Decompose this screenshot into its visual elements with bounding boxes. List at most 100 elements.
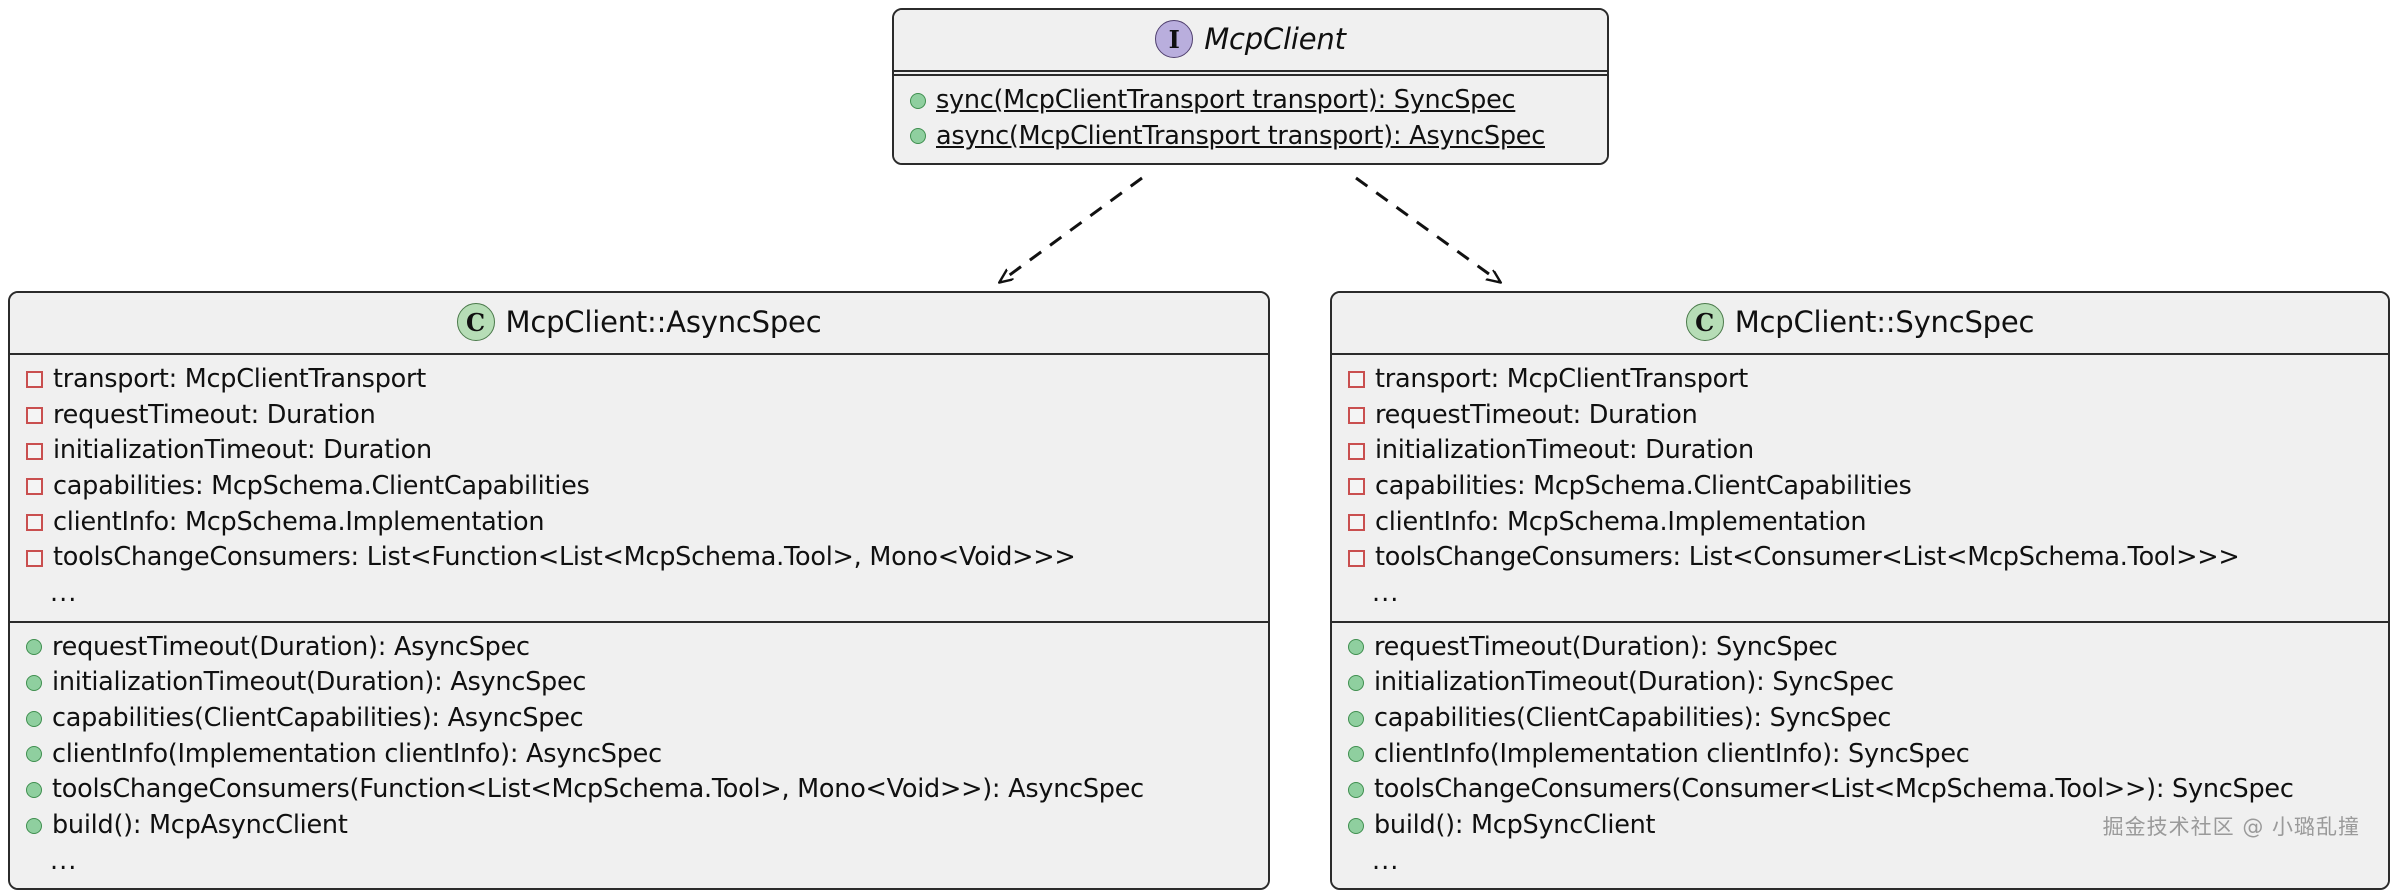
attribute-row[interactable]: toolsChangeConsumers: List<Consumer<List… [1332, 540, 2388, 576]
method-label: initializationTimeout(Duration): AsyncSp… [52, 667, 587, 698]
dependency-line-asyncspec [1000, 176, 1143, 282]
class-icon: C [456, 303, 495, 341]
compartment-divider [1332, 620, 2388, 623]
method-label: toolsChangeConsumers(Function<List<McpSc… [52, 774, 1144, 805]
private-visibility-icon [26, 442, 43, 460]
attribute-row[interactable]: requestTimeout: Duration [1332, 398, 2388, 434]
attribute-label: toolsChangeConsumers: List<Consumer<List… [1375, 542, 2240, 573]
attributes-compartment-mcpclient [894, 72, 1607, 74]
methods-compartment-asyncspec: requestTimeout(Duration): AsyncSpec init… [10, 622, 1268, 889]
public-visibility-icon [26, 746, 42, 763]
attribute-label: clientInfo: McpSchema.Implementation [53, 506, 545, 537]
ellipsis-label: ... [50, 577, 78, 608]
class-box-syncspec[interactable]: C McpClient::SyncSpec transport: McpClie… [1330, 291, 2390, 890]
private-visibility-icon [26, 478, 43, 496]
attribute-row[interactable]: capabilities: McpSchema.ClientCapabiliti… [10, 469, 1268, 505]
attribute-row[interactable]: clientInfo: McpSchema.Implementation [1332, 505, 2388, 541]
method-row[interactable]: initializationTimeout(Duration): AsyncSp… [10, 665, 1268, 701]
ellipsis-label: ... [50, 845, 78, 876]
dependency-line-syncspec [1355, 176, 1500, 282]
class-header-asyncspec: C McpClient::AsyncSpec [10, 293, 1268, 353]
public-visibility-icon [26, 817, 42, 834]
ellipsis-label: ... [1372, 845, 1400, 876]
attribute-row[interactable]: transport: McpClientTransport [1332, 362, 2388, 398]
method-label: initializationTimeout(Duration): SyncSpe… [1374, 667, 1894, 698]
method-label: build(): McpAsyncClient [52, 809, 348, 840]
class-title: McpClient [1204, 22, 1346, 56]
public-visibility-icon [1348, 746, 1364, 763]
diagram-canvas: I McpClient sync(McpClientTransport tran… [8, 8, 2390, 890]
attributes-more-row: ... [1332, 576, 2388, 612]
attribute-row[interactable]: toolsChangeConsumers: List<Function<List… [10, 540, 1268, 576]
compartment-divider [894, 70, 1607, 72]
private-visibility-icon [26, 406, 43, 424]
method-label: capabilities(ClientCapabilities): SyncSp… [1374, 702, 1892, 733]
class-box-asyncspec[interactable]: C McpClient::AsyncSpec transport: McpCli… [8, 291, 1270, 890]
public-visibility-icon [26, 710, 42, 727]
attribute-row[interactable]: initializationTimeout: Duration [10, 433, 1268, 469]
method-row[interactable]: initializationTimeout(Duration): SyncSpe… [1332, 665, 2388, 701]
attribute-label: capabilities: McpSchema.ClientCapabiliti… [53, 470, 590, 501]
attribute-label: transport: McpClientTransport [53, 364, 426, 394]
private-visibility-icon [1348, 406, 1365, 424]
attributes-compartment-asyncspec: transport: McpClientTransport requestTim… [10, 355, 1268, 621]
method-row[interactable]: toolsChangeConsumers(Consumer<List<McpSc… [1332, 772, 2388, 808]
watermark-label: 掘金技术社区 @ 小璐乱撞 [2102, 815, 2360, 839]
class-title: McpClient::SyncSpec [1734, 305, 2035, 339]
method-row[interactable]: capabilities(ClientCapabilities): SyncSp… [1332, 701, 2388, 737]
methods-more-row: ... [1332, 844, 2388, 880]
class-box-mcpclient[interactable]: I McpClient sync(McpClientTransport tran… [892, 8, 1609, 166]
attribute-row[interactable]: requestTimeout: Duration [10, 398, 1268, 434]
methods-compartment-mcpclient: sync(McpClientTransport transport): Sync… [894, 76, 1607, 164]
method-label: toolsChangeConsumers(Consumer<List<McpSc… [1374, 774, 2294, 805]
attribute-label: transport: McpClientTransport [1375, 364, 1748, 394]
methods-more-row: ... [10, 844, 1268, 880]
method-row[interactable]: sync(McpClientTransport transport): Sync… [894, 83, 1607, 119]
attribute-label: toolsChangeConsumers: List<Function<List… [53, 542, 1076, 573]
method-label: capabilities(ClientCapabilities): AsyncS… [52, 702, 584, 733]
private-visibility-icon [26, 549, 43, 567]
method-label: sync(McpClientTransport transport): Sync… [936, 85, 1516, 115]
attribute-row[interactable]: clientInfo: McpSchema.Implementation [10, 505, 1268, 541]
method-row[interactable]: clientInfo(Implementation clientInfo): S… [1332, 737, 2388, 773]
private-visibility-icon [1348, 478, 1365, 496]
compartment-divider [1332, 353, 2388, 355]
attribute-row[interactable]: transport: McpClientTransport [10, 362, 1268, 398]
method-row[interactable]: requestTimeout(Duration): AsyncSpec [10, 630, 1268, 666]
attribute-label: initializationTimeout: Duration [1375, 435, 1754, 466]
public-visibility-icon [1348, 675, 1364, 692]
private-visibility-icon [26, 513, 43, 531]
public-visibility-icon [26, 782, 42, 799]
private-visibility-icon [1348, 513, 1365, 531]
public-visibility-icon [1348, 817, 1364, 834]
attribute-label: capabilities: McpSchema.ClientCapabiliti… [1375, 470, 1912, 501]
compartment-divider [10, 353, 1268, 355]
attribute-row[interactable]: capabilities: McpSchema.ClientCapabiliti… [1332, 469, 2388, 505]
compartment-divider [10, 620, 1268, 623]
method-row[interactable]: capabilities(ClientCapabilities): AsyncS… [10, 701, 1268, 737]
method-row[interactable]: build(): McpSyncClient [1332, 808, 2388, 844]
class-header-syncspec: C McpClient::SyncSpec [1332, 293, 2388, 353]
private-visibility-icon [26, 371, 43, 389]
public-visibility-icon [910, 128, 926, 145]
attribute-label: clientInfo: McpSchema.Implementation [1375, 506, 1867, 537]
attribute-label: requestTimeout: Duration [53, 399, 376, 430]
method-label: async(McpClientTransport transport): Asy… [936, 120, 1545, 151]
method-row[interactable]: toolsChangeConsumers(Function<List<McpSc… [10, 772, 1268, 808]
public-visibility-icon [1348, 710, 1364, 727]
public-visibility-icon [910, 92, 926, 109]
method-row[interactable]: requestTimeout(Duration): SyncSpec [1332, 630, 2388, 666]
class-header-mcpclient: I McpClient [894, 10, 1607, 70]
compartment-divider [894, 74, 1607, 76]
method-label: clientInfo(Implementation clientInfo): S… [1374, 738, 1970, 769]
method-row[interactable]: build(): McpAsyncClient [10, 808, 1268, 844]
private-visibility-icon [1348, 371, 1365, 389]
public-visibility-icon [1348, 782, 1364, 799]
private-visibility-icon [1348, 549, 1365, 567]
attribute-row[interactable]: initializationTimeout: Duration [1332, 433, 2388, 469]
method-label: requestTimeout(Duration): SyncSpec [1374, 631, 1838, 662]
private-visibility-icon [1348, 442, 1365, 460]
methods-compartment-syncspec: requestTimeout(Duration): SyncSpec initi… [1332, 622, 2388, 889]
method-row[interactable]: clientInfo(Implementation clientInfo): A… [10, 737, 1268, 773]
method-row[interactable]: async(McpClientTransport transport): Asy… [894, 119, 1607, 155]
